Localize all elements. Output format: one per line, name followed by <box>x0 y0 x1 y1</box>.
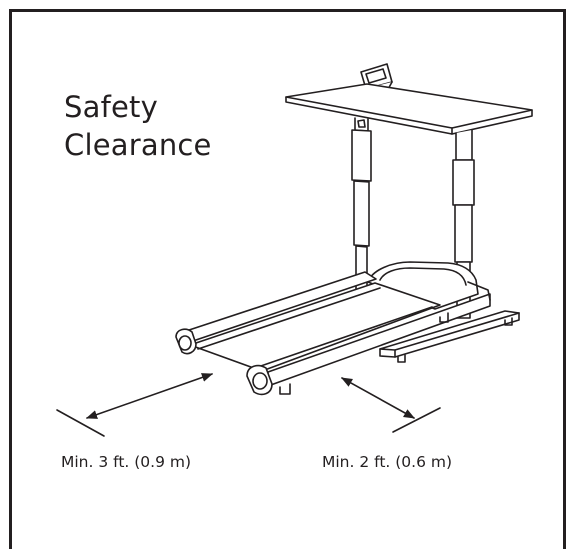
desk-top <box>285 83 533 135</box>
double-arrow-icon <box>341 377 415 419</box>
side-clearance-label: Min. 3 ft. (0.9 m) <box>61 453 192 471</box>
treadmill <box>175 261 491 396</box>
desk-base-foot <box>379 310 520 363</box>
desk-leg-left <box>351 117 372 302</box>
treadmill-desk-illustration <box>56 63 533 437</box>
page-title: Safety Clearance <box>64 88 212 164</box>
rear-clearance-label: Min. 2 ft. (0.6 m) <box>322 453 453 471</box>
safety-clearance-panel: Safety Clearance <box>9 9 566 549</box>
double-arrow-icon <box>85 373 214 419</box>
title-line-2: Clearance <box>64 128 212 162</box>
title-line-1: Safety <box>64 90 158 124</box>
rear-dimension-line <box>392 407 441 433</box>
panel-border <box>9 9 566 549</box>
side-dimension-line <box>56 409 105 437</box>
